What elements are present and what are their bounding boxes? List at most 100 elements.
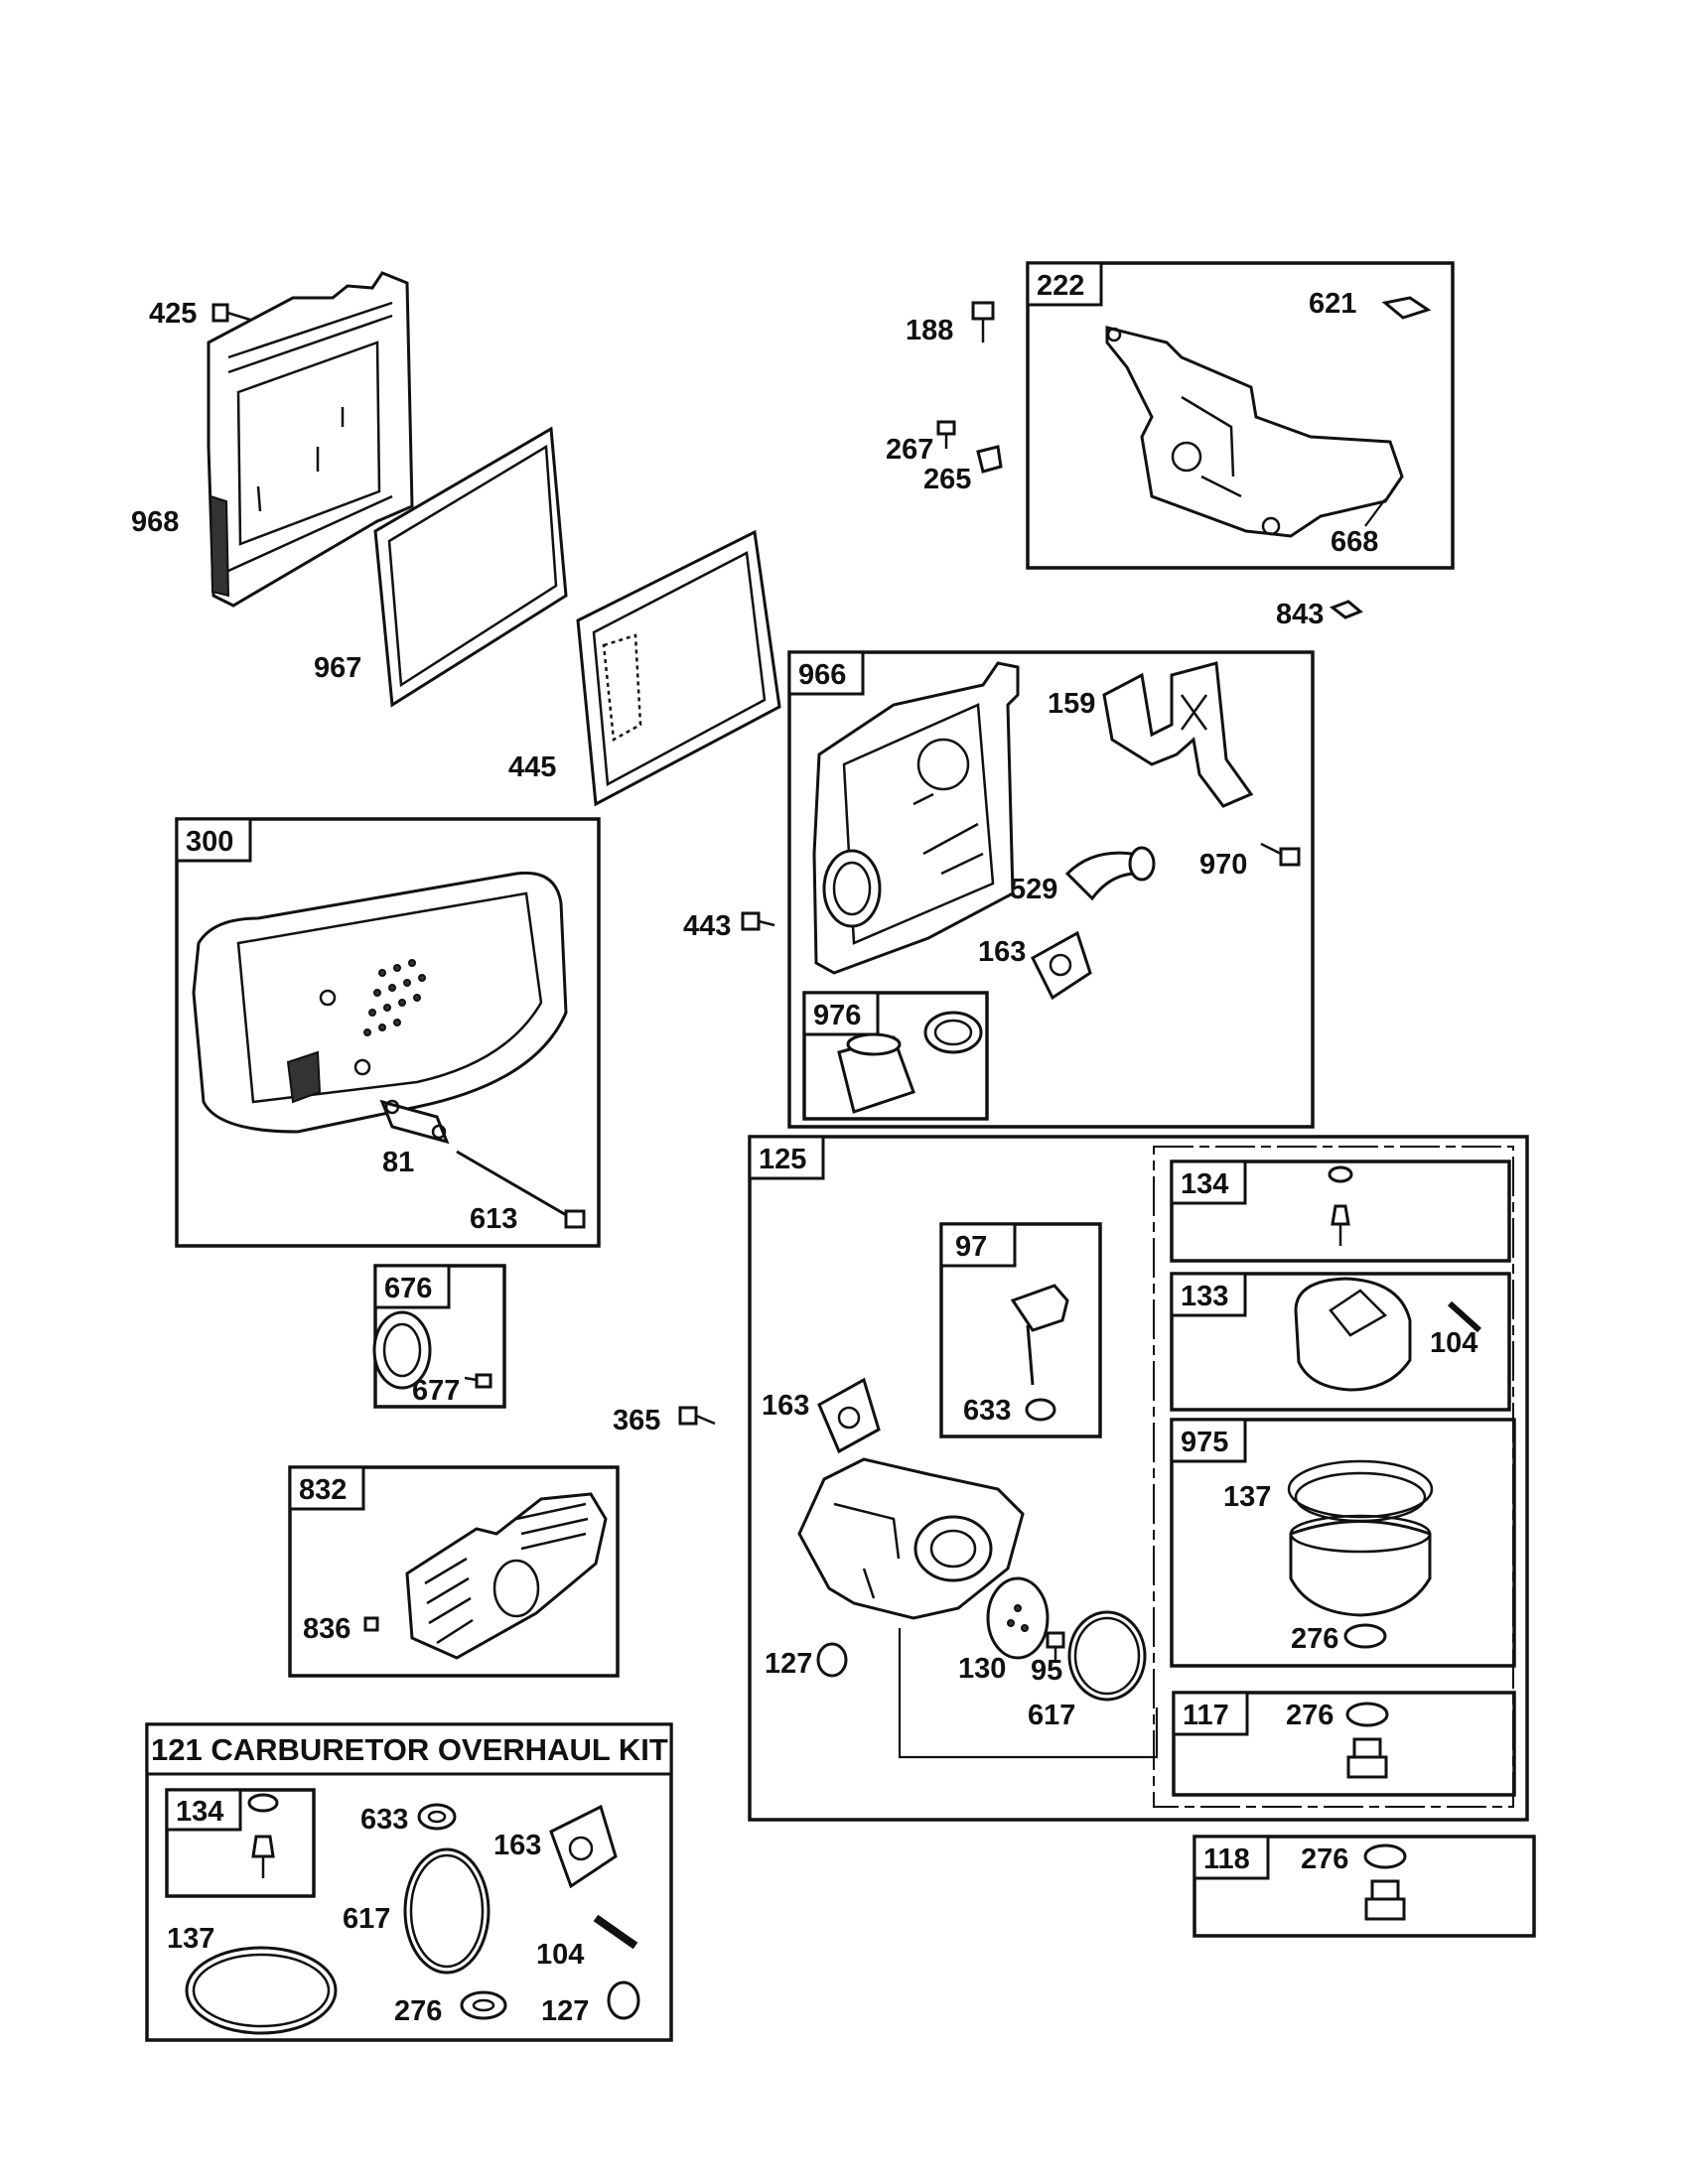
label-832: 832: [299, 1474, 347, 1506]
pin-104-a[interactable]: [1447, 1300, 1482, 1333]
air-cleaner-base-966[interactable]: [812, 661, 1020, 975]
label-104-a: 104: [1430, 1327, 1477, 1359]
plug-127-a[interactable]: [816, 1642, 848, 1678]
tag-300: [175, 817, 252, 863]
plug-118[interactable]: [1364, 1879, 1406, 1921]
label-222: 222: [1037, 270, 1084, 302]
label-276-b: 276: [1286, 1700, 1333, 1731]
plate-81[interactable]: [379, 1099, 450, 1145]
washer-276-a[interactable]: [1343, 1623, 1387, 1649]
label-kit-127: 127: [541, 1995, 589, 2027]
label-300: 300: [186, 826, 233, 858]
air-filter-967[interactable]: [373, 426, 568, 708]
washer-121-276[interactable]: [460, 1990, 507, 2020]
screw-836[interactable]: [363, 1616, 379, 1632]
label-267: 267: [886, 434, 933, 466]
kit-box-222: [1026, 261, 1455, 570]
tag-966: [787, 650, 865, 696]
label-276-a: 276: [1291, 1623, 1338, 1655]
label-95: 95: [1031, 1655, 1062, 1687]
label-970: 970: [1199, 849, 1247, 881]
label-188: 188: [906, 315, 953, 346]
label-81: 81: [382, 1147, 414, 1178]
filter-976[interactable]: [837, 1011, 983, 1114]
screw-365[interactable]: [678, 1406, 716, 1426]
washer-276-b[interactable]: [1345, 1702, 1389, 1727]
bracket-159[interactable]: [1102, 661, 1254, 808]
tag-832: [288, 1465, 365, 1511]
kit-title: 121 CARBURETOR OVERHAUL KIT: [151, 1732, 668, 1767]
clip-265[interactable]: [976, 445, 1003, 474]
needle-valve-121-134[interactable]: [247, 1793, 279, 1878]
diaphragm-130[interactable]: [986, 1576, 1050, 1660]
label-265: 265: [923, 464, 971, 495]
label-975: 975: [1181, 1427, 1228, 1458]
tag-222: [1026, 261, 1103, 307]
screw-677[interactable]: [464, 1373, 492, 1389]
label-118: 118: [1203, 1843, 1250, 1875]
air-cleaner-base-968[interactable]: [207, 271, 414, 608]
label-968: 968: [131, 506, 179, 538]
screw-425[interactable]: [211, 303, 251, 323]
label-668: 668: [1331, 526, 1378, 558]
link-843[interactable]: [1329, 600, 1363, 619]
shaft-97[interactable]: [1010, 1284, 1069, 1386]
label-966: 966: [798, 659, 846, 691]
washer-276-c[interactable]: [1363, 1843, 1407, 1869]
gasket-163-b[interactable]: [817, 1377, 881, 1454]
screw-188[interactable]: [971, 301, 995, 342]
label-kit-276: 276: [394, 1995, 442, 2027]
kit-box-133: [1170, 1272, 1511, 1412]
tag-121: [145, 1722, 673, 1776]
carburetor-body[interactable]: [797, 1457, 1025, 1620]
screw-970[interactable]: [1260, 842, 1301, 867]
label-617-a: 617: [1028, 1700, 1075, 1731]
clip-621[interactable]: [1381, 296, 1432, 320]
needle-valve-134[interactable]: [1328, 1165, 1353, 1246]
label-kit-633: 633: [360, 1804, 408, 1836]
label-kit-163: 163: [493, 1830, 541, 1861]
washer-121-633[interactable]: [417, 1803, 457, 1831]
oring-121-617[interactable]: [403, 1847, 491, 1975]
gasket-163-a[interactable]: [1031, 930, 1092, 1001]
control-bracket-assembly[interactable]: [1105, 326, 1404, 538]
bowl-975[interactable]: [1287, 1459, 1434, 1617]
kit-box-118: [1193, 1835, 1536, 1938]
tag-976: [802, 991, 880, 1036]
pre-cleaner-445[interactable]: [576, 529, 781, 807]
label-967: 967: [314, 652, 361, 684]
bolt-613[interactable]: [456, 1150, 586, 1229]
tag-975: [1170, 1418, 1247, 1463]
gasket-121-163[interactable]: [549, 1804, 618, 1889]
oring-617-a[interactable]: [1067, 1610, 1147, 1702]
tag-97: [939, 1222, 1017, 1268]
label-125: 125: [759, 1144, 806, 1175]
label-159: 159: [1048, 688, 1095, 720]
screw-95[interactable]: [1046, 1631, 1065, 1660]
label-676: 676: [384, 1273, 432, 1304]
tag-676: [373, 1264, 451, 1309]
screw-267[interactable]: [936, 420, 956, 449]
washer-633-a[interactable]: [1025, 1398, 1056, 1422]
label-365: 365: [613, 1405, 660, 1436]
tag-133: [1170, 1272, 1247, 1317]
kit-box-134: [1170, 1160, 1511, 1263]
plug-117[interactable]: [1346, 1737, 1388, 1779]
muffler-300[interactable]: [192, 871, 568, 1134]
pin-121-104[interactable]: [593, 1914, 638, 1950]
screw-443[interactable]: [741, 911, 775, 931]
tag-134: [1170, 1160, 1247, 1205]
plug-121-127[interactable]: [607, 1980, 640, 2020]
label-836: 836: [303, 1613, 351, 1645]
kit-box-832: [288, 1465, 620, 1678]
label-677: 677: [412, 1375, 460, 1407]
deflector-832[interactable]: [405, 1492, 608, 1660]
tube-529[interactable]: [1064, 846, 1156, 901]
label-134-a: 134: [1181, 1168, 1228, 1200]
cover-676[interactable]: [372, 1310, 432, 1390]
float-133[interactable]: [1294, 1277, 1412, 1392]
label-97: 97: [955, 1231, 987, 1263]
label-163-a: 163: [978, 936, 1026, 968]
oring-121-137[interactable]: [185, 1946, 338, 2035]
